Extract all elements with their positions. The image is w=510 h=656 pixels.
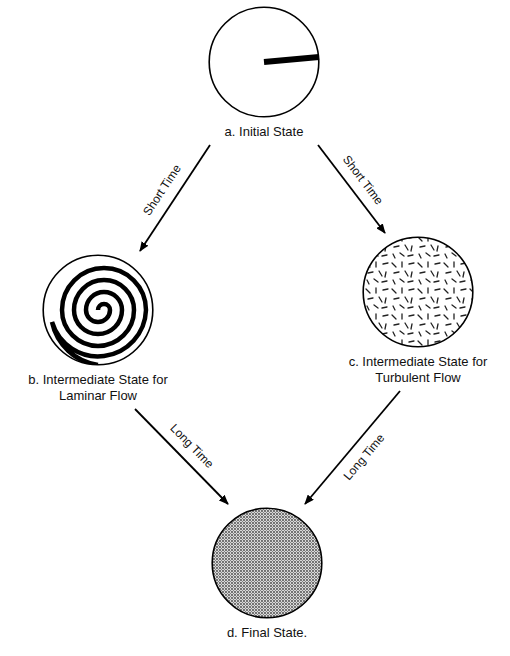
laminar-spiral xyxy=(52,268,146,365)
mixed-fill xyxy=(212,508,322,618)
state-circle: c. Intermediate State for Turbulent Flow xyxy=(343,236,493,386)
state-circle: b. Intermediate State for Laminar Flow xyxy=(23,254,173,404)
circle-outline xyxy=(208,6,320,118)
transition-arrow xyxy=(140,145,210,251)
time-label: Long Time xyxy=(339,430,388,485)
state-caption: d. Final State. xyxy=(197,625,337,641)
state-caption: b. Intermediate State for Laminar Flow xyxy=(28,372,168,404)
state-caption: c. Intermediate State for Turbulent Flow xyxy=(348,354,488,386)
time-label: Short Time xyxy=(339,151,388,209)
circle-outline xyxy=(362,236,474,348)
circle-outline xyxy=(211,507,323,619)
time-label: Short Time xyxy=(140,160,186,219)
dye-streak xyxy=(264,57,319,62)
time-label: Long Time xyxy=(166,420,218,473)
circle-outline xyxy=(42,254,154,366)
transition-arrow xyxy=(305,391,400,504)
turbulent-fill xyxy=(363,237,473,347)
state-caption: a. Initial State xyxy=(194,124,334,140)
state-circle: d. Final State. xyxy=(192,507,342,641)
transition-arrow xyxy=(135,409,228,504)
state-circle: a. Initial State xyxy=(189,6,339,140)
